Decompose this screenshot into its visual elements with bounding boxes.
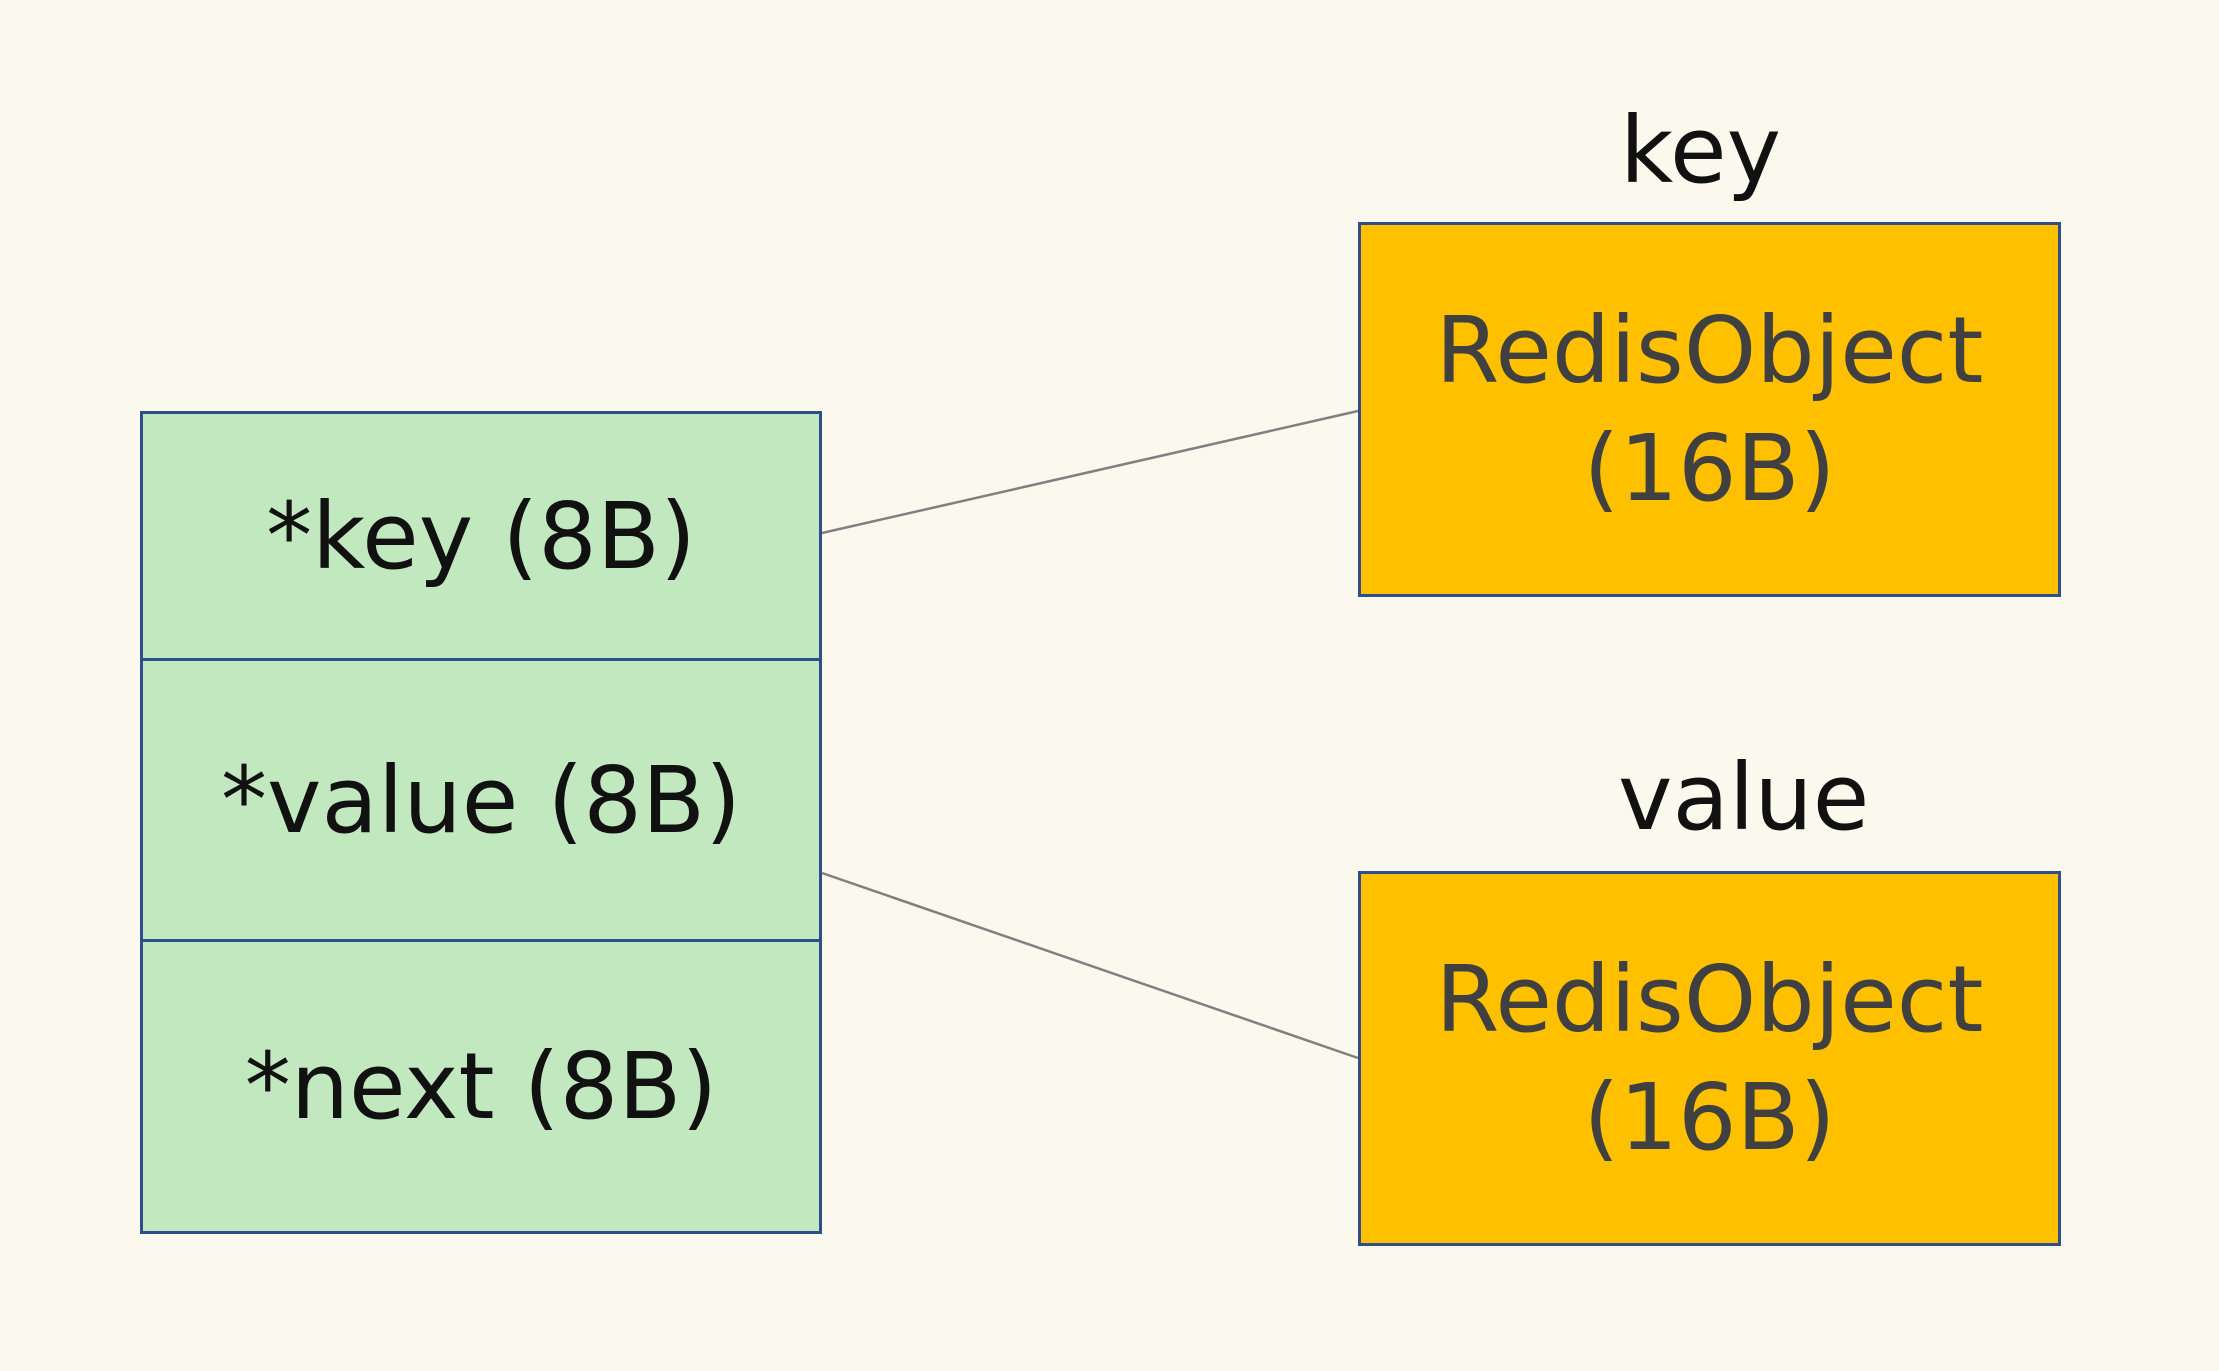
value-pointer-label: *value (8B)	[221, 746, 741, 854]
value-pointer-field: *value (8B)	[143, 658, 819, 939]
key-pointer-label: *key (8B)	[266, 482, 696, 590]
key-object-size: (16B)	[1583, 414, 1836, 522]
value-object-caption: value	[1618, 744, 1870, 851]
value-object-name: RedisObject	[1435, 945, 1984, 1053]
dict-entry-box: *key (8B) *value (8B) *next (8B)	[140, 411, 822, 1234]
next-pointer-field: *next (8B)	[143, 939, 819, 1231]
key-redis-object-box: RedisObject (16B)	[1358, 222, 2061, 597]
key-pointer-field: *key (8B)	[143, 414, 819, 658]
value-object-size: (16B)	[1583, 1063, 1836, 1171]
value-pointer-line	[821, 871, 1359, 1060]
value-redis-object-box: RedisObject (16B)	[1358, 871, 2061, 1246]
next-pointer-label: *next (8B)	[244, 1033, 718, 1140]
key-object-name: RedisObject	[1435, 296, 1984, 404]
key-object-caption: key	[1620, 97, 1782, 204]
key-pointer-line	[821, 409, 1359, 535]
